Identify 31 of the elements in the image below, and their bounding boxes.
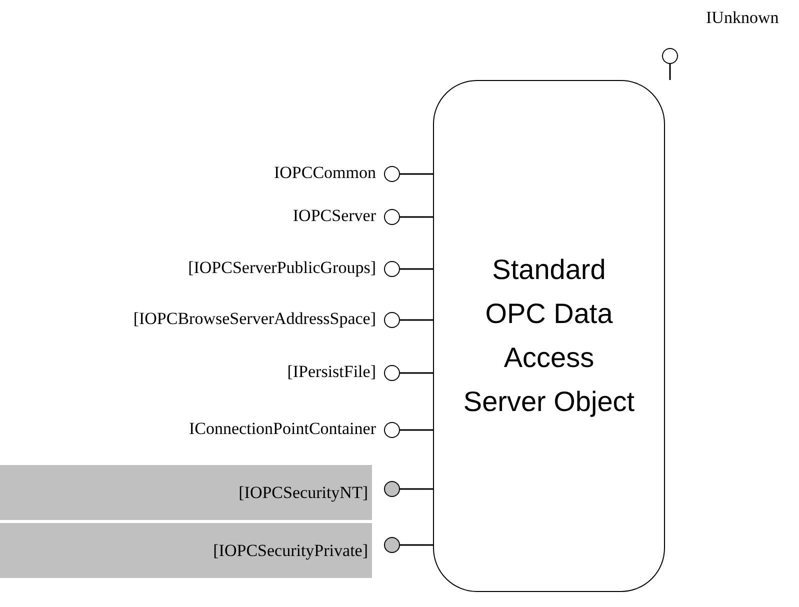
connector-line xyxy=(400,429,433,431)
lollipop-circle xyxy=(384,166,400,182)
connector-line xyxy=(400,372,433,374)
lollipop-circle xyxy=(384,481,400,497)
lollipop-circle xyxy=(384,312,400,328)
highlight-band xyxy=(0,465,372,520)
connector-line xyxy=(400,216,433,218)
highlight-band xyxy=(0,523,372,578)
connector-line xyxy=(400,544,433,546)
connector-line xyxy=(400,173,433,175)
lollipop-circle xyxy=(384,261,400,277)
interface-name: IOPCCommon xyxy=(274,163,376,183)
connector-line xyxy=(400,319,433,321)
lollipop-circle xyxy=(384,537,400,553)
interface-name: IOPCServer xyxy=(292,206,376,226)
lollipop-circle xyxy=(384,422,400,438)
connector-line xyxy=(400,268,433,270)
interface-name: IConnectionPointContainer xyxy=(189,419,376,439)
lollipop-circle xyxy=(384,209,400,225)
interface-name: IUnknown xyxy=(706,8,779,28)
connector-line xyxy=(400,488,433,490)
interface-name: [IOPCSecurityPrivate] xyxy=(213,540,368,560)
interface-name: [IOPCServerPublicGroups] xyxy=(188,258,376,278)
server-object-box xyxy=(433,80,665,592)
lollipop-circle xyxy=(662,48,678,64)
lollipop-circle xyxy=(384,365,400,381)
object-title: Standard OPC Data Access Server Object xyxy=(462,253,636,419)
interface-name: [IPersistFile] xyxy=(287,362,376,382)
interface-name: [IOPCBrowseServerAddressSpace] xyxy=(133,309,376,329)
interface-name: [IOPCSecurityNT] xyxy=(238,482,368,502)
connector-line xyxy=(669,64,671,80)
